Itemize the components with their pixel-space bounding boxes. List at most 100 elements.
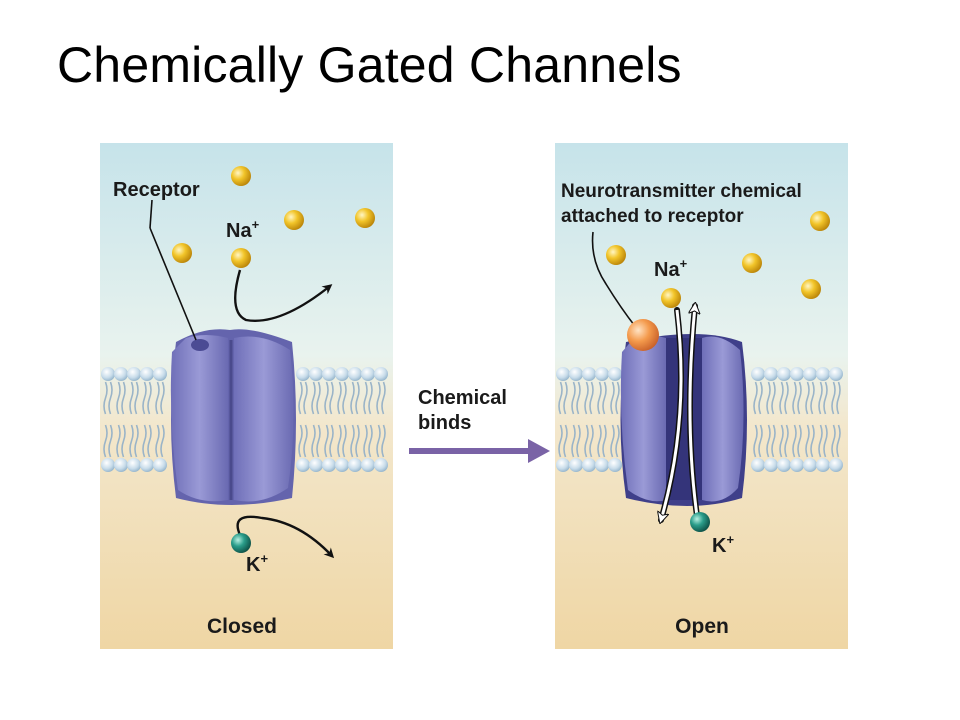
sodium-ion (801, 279, 821, 299)
lipid-head (153, 367, 167, 381)
transition-label-line1: Chemical (418, 387, 507, 409)
lipid-tail (823, 424, 828, 458)
lipid-tail (350, 424, 355, 458)
sodium-ion (231, 248, 251, 268)
lipid-tail (311, 424, 316, 458)
transition-arrow-head-icon (528, 439, 550, 463)
lipid-head (764, 458, 778, 472)
lipid-head (803, 367, 817, 381)
lipid-tail (155, 381, 160, 415)
lipid-tail (160, 381, 165, 415)
sodium-ion (355, 208, 375, 228)
lipid-head (348, 367, 362, 381)
neurotransmitter-label-line2: attached to receptor (561, 206, 744, 227)
lipid-tail (129, 381, 134, 415)
lipid-head (374, 367, 388, 381)
sodium-ion (742, 253, 762, 273)
lipid-tail (823, 381, 828, 415)
lipid-head (140, 458, 154, 472)
lipid-tail (797, 424, 802, 458)
lipid-tail (818, 424, 823, 458)
lipid-tail (298, 424, 303, 458)
lipid-head (582, 367, 596, 381)
open-k-label: K+ (712, 532, 734, 557)
lipid-tail (571, 424, 576, 458)
lipid-tail (147, 381, 152, 415)
lipid-tail (563, 381, 568, 415)
lipid-tail (121, 381, 126, 415)
lipid-tail (103, 424, 108, 458)
lipid-tail (368, 381, 373, 415)
lipid-head (751, 367, 765, 381)
lipid-head (101, 458, 115, 472)
lipid-tail (584, 381, 589, 415)
lipid-head (582, 458, 596, 472)
lipid-tail (134, 424, 139, 458)
open-membrane-bilayer (556, 367, 843, 472)
lipid-tail (108, 381, 113, 415)
lipid-tail (766, 424, 771, 458)
lipid-tail (355, 381, 360, 415)
receptor-label: Receptor (113, 179, 200, 201)
lipid-head (374, 458, 388, 472)
lipid-tail (160, 424, 165, 458)
lipid-head (322, 458, 336, 472)
lipid-tail (805, 381, 810, 415)
lipid-tail (792, 381, 797, 415)
lipid-tail (363, 381, 368, 415)
lipid-head (608, 367, 622, 381)
lipid-head (751, 458, 765, 472)
lipid-head (816, 367, 830, 381)
lipid-tail (615, 381, 620, 415)
open-na-arrow (661, 309, 683, 520)
lipid-tail (571, 381, 576, 415)
lipid-head (777, 367, 791, 381)
lipid-tail (584, 424, 589, 458)
lipid-tail (797, 381, 802, 415)
lipid-tail (298, 381, 303, 415)
lipid-tail (342, 381, 347, 415)
closed-panel: Receptor Na+ K+ Closed (100, 143, 393, 649)
lipid-tail (610, 381, 615, 415)
lipid-tail (316, 424, 321, 458)
lipid-tail (784, 381, 789, 415)
lipid-tail (758, 381, 763, 415)
lipid-head (127, 458, 141, 472)
lipid-tail (792, 424, 797, 458)
sodium-ion (284, 210, 304, 230)
transition-arrow-shaft (409, 448, 533, 454)
lipid-head (309, 367, 323, 381)
closed-na-arrow (234, 269, 333, 322)
lipid-tail (324, 381, 329, 415)
lipid-tail (589, 381, 594, 415)
lipid-tail (563, 424, 568, 458)
lipid-tail (810, 381, 815, 415)
sodium-ion (606, 245, 626, 265)
transition-label-line2: binds (418, 412, 471, 434)
lipid-head (790, 367, 804, 381)
lipid-tail (779, 381, 784, 415)
lipid-tail (805, 424, 810, 458)
lipid-tail (303, 381, 308, 415)
closed-channel-protein (170, 329, 296, 505)
closed-k-label: K+ (246, 551, 268, 576)
receptor-leader-line (149, 199, 153, 229)
lipid-tail (771, 424, 776, 458)
lipid-tail (836, 381, 841, 415)
lipid-head (569, 367, 583, 381)
potassium-ion (231, 533, 251, 553)
closed-k-arrow (236, 515, 335, 559)
lipid-tail (129, 424, 134, 458)
lipid-head (556, 458, 570, 472)
lipid-head (361, 458, 375, 472)
lipid-tail (836, 424, 841, 458)
lipid-tail (121, 424, 126, 458)
lipid-tail (316, 381, 321, 415)
lipid-tail (779, 424, 784, 458)
lipid-tail (558, 381, 563, 415)
lipid-head (829, 458, 843, 472)
sodium-ion (661, 288, 681, 308)
closed-na-label: Na+ (226, 217, 260, 242)
lipid-tail (381, 381, 386, 415)
lipid-head (114, 458, 128, 472)
